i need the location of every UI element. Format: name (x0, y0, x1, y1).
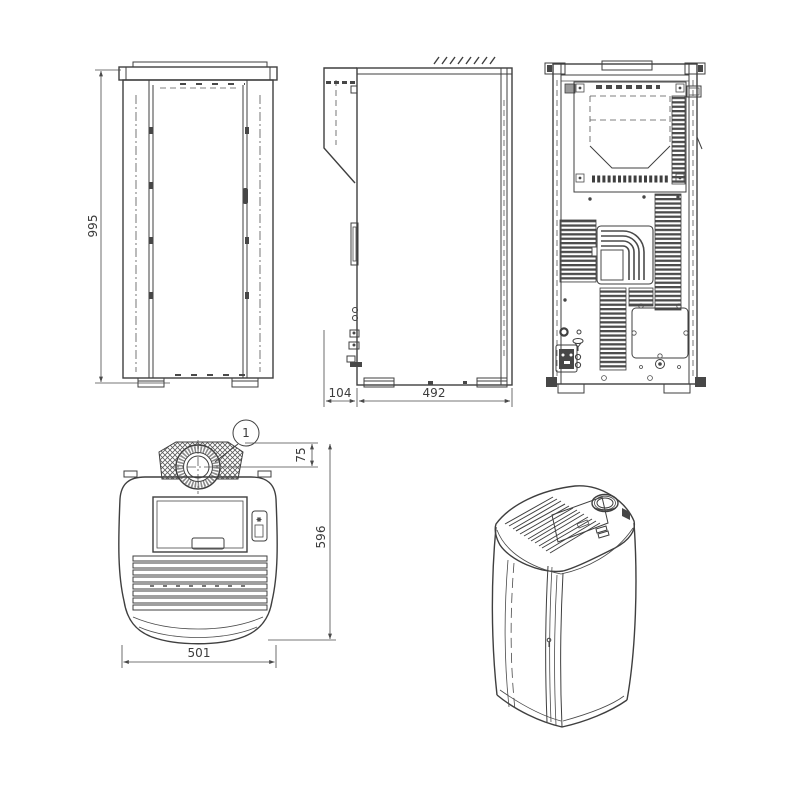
dim-height-label: 995 (86, 215, 100, 238)
door-hinges (149, 127, 249, 299)
isometric-view (491, 485, 637, 728)
top-vent-ticks (433, 56, 496, 65)
door-latch (243, 188, 248, 204)
back-feet (546, 375, 706, 394)
iso-hopper-lid (551, 496, 609, 543)
vent-column-right (654, 193, 682, 311)
iso-rear-tab (622, 508, 630, 520)
hopper-recess-panel (573, 81, 687, 193)
vent-strip-right-top (671, 95, 686, 185)
dim-total-depth-label: 596 (314, 526, 328, 549)
hopper-lid (152, 496, 248, 553)
front-feet (137, 377, 259, 388)
back-view (544, 60, 706, 394)
iso-grille (504, 496, 601, 554)
top-body-outline (118, 476, 278, 645)
power-socket (555, 344, 578, 373)
vent-block-left (559, 219, 597, 283)
front-view (118, 61, 278, 388)
dim-width-label: 501 (188, 646, 211, 660)
dimension-height: 995 (86, 69, 170, 384)
dim-flue-offset-label: 75 (294, 447, 308, 462)
control-panel-knob (251, 510, 268, 542)
rear-hopper-profile (323, 67, 358, 184)
top-view: 1 (118, 419, 278, 645)
iso-flue-outlet (591, 493, 619, 513)
access-panel (631, 303, 689, 369)
air-grille (132, 555, 268, 611)
iso-body (491, 522, 637, 728)
callout-1-balloon: 1 (214, 419, 260, 463)
iso-control-buttons (595, 525, 610, 539)
side-edge-fittings (346, 222, 362, 367)
flue-elbow-panel (591, 225, 654, 285)
antenna-icon (574, 342, 582, 351)
dimension-depths: 104 492 (323, 330, 513, 407)
flue-outlet (170, 440, 226, 494)
dim-body-depth-label: 492 (423, 386, 446, 400)
connector-symbols (559, 327, 584, 369)
dimension-top-view: 75 596 501 (121, 442, 336, 668)
iso-door-lock (546, 637, 552, 643)
callout-leader-line (214, 443, 239, 463)
vent-column-center (599, 287, 627, 371)
hopper-lid-handle (191, 537, 225, 550)
vent-column-center2 (628, 287, 654, 307)
side-view (323, 56, 513, 388)
side-feet (363, 377, 508, 388)
iso-lid-handle (576, 519, 590, 529)
flame-adjust-icon (256, 517, 262, 522)
callout-1-label: 1 (242, 426, 250, 440)
dim-rear-depth-label: 104 (329, 386, 352, 400)
